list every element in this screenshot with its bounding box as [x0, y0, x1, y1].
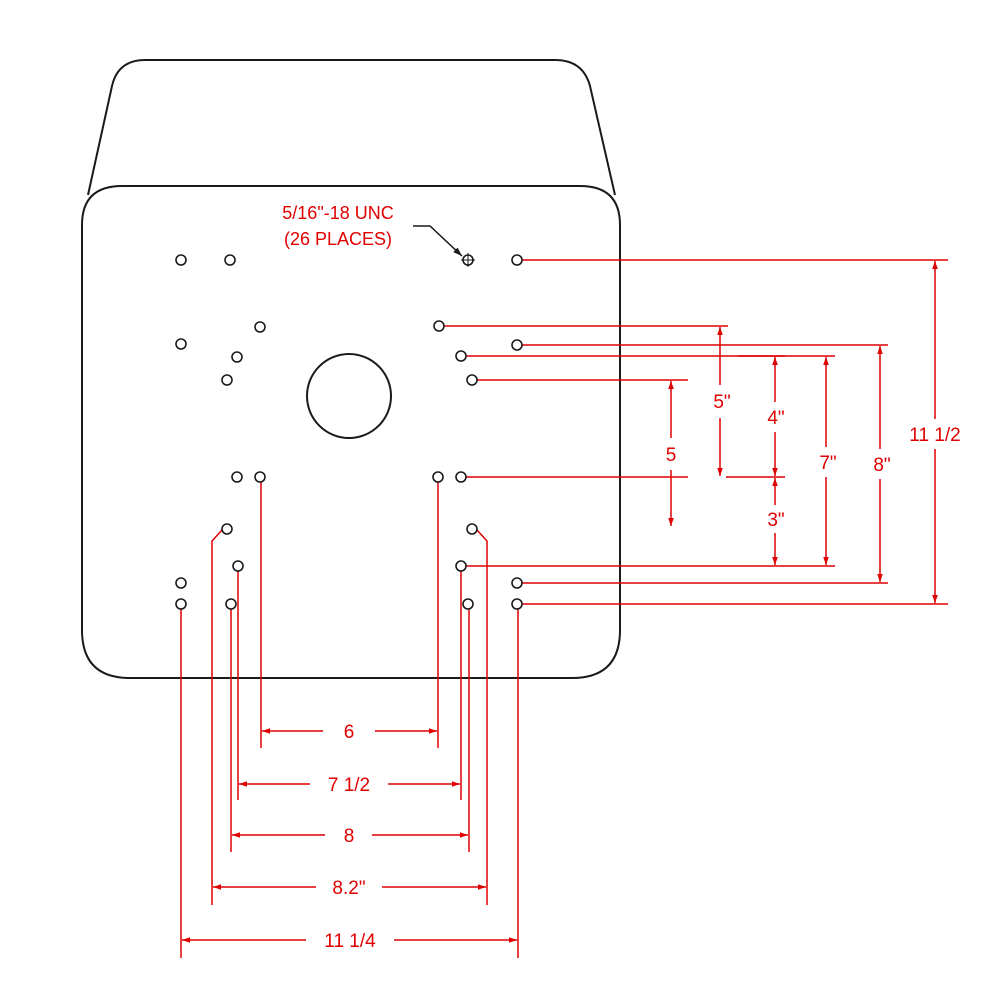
- callout-hole-crosshair: [461, 253, 475, 267]
- dim-11-25-label: 11 1/4: [324, 931, 376, 952]
- housing-top-edge: [87, 59, 616, 196]
- extension-lines-bottom: [180, 482, 519, 958]
- dim-8-2-label: 8.2": [332, 878, 365, 899]
- threaded-holes: [175, 254, 523, 610]
- center-hole: [306, 353, 392, 439]
- horizontal-dimension-labels: 6 7 1/2 8 8.2" 11 1/4: [324, 722, 376, 952]
- hole: [433, 320, 445, 332]
- hole: [221, 523, 233, 535]
- callout-line-1: 5/16"-18 UNC: [282, 203, 393, 223]
- hole: [175, 598, 187, 610]
- plate-face: [81, 185, 621, 679]
- hole: [466, 374, 478, 386]
- hole: [511, 598, 523, 610]
- dim-4in-label: 4": [767, 408, 784, 429]
- vertical-dimension-labels: 5 5" 4" 3" 7" 8" 11 1/2: [666, 392, 961, 531]
- hole: [254, 471, 266, 483]
- housing-outline: [81, 59, 621, 679]
- hole: [175, 254, 187, 266]
- hole: [455, 350, 467, 362]
- dim-5in-label: 5": [713, 392, 730, 413]
- extension-lines-right: [444, 259, 948, 605]
- dim-3in-label: 3": [767, 510, 784, 531]
- hole: [254, 321, 266, 333]
- horizontal-dimensions: [182, 728, 517, 943]
- dim-11-5-label: 11 1/2: [909, 425, 960, 446]
- hole: [432, 471, 444, 483]
- callout-leader: [413, 225, 463, 257]
- dim-7-5-label: 7 1/2: [328, 775, 370, 796]
- dim-7in-label: 7": [819, 453, 836, 474]
- thread-callout: 5/16"-18 UNC (26 PLACES): [282, 203, 463, 257]
- hole: [511, 254, 523, 266]
- dim-5-label: 5: [666, 445, 677, 466]
- dim-6-label: 6: [344, 722, 355, 743]
- hole: [231, 471, 243, 483]
- dim-8-label: 8: [344, 826, 355, 847]
- hole: [232, 560, 244, 572]
- hole: [455, 471, 467, 483]
- hole: [511, 339, 523, 351]
- hole: [221, 374, 233, 386]
- callout-line-2: (26 PLACES): [284, 229, 392, 249]
- hole: [462, 598, 474, 610]
- hole: [224, 254, 236, 266]
- vertical-dimensions: [668, 261, 938, 603]
- hole: [175, 577, 187, 589]
- hole: [511, 577, 523, 589]
- hole: [455, 560, 467, 572]
- hole: [225, 598, 237, 610]
- hole: [466, 523, 478, 535]
- hole: [231, 351, 243, 363]
- hole: [175, 338, 187, 350]
- dim-8in-label: 8": [873, 455, 890, 476]
